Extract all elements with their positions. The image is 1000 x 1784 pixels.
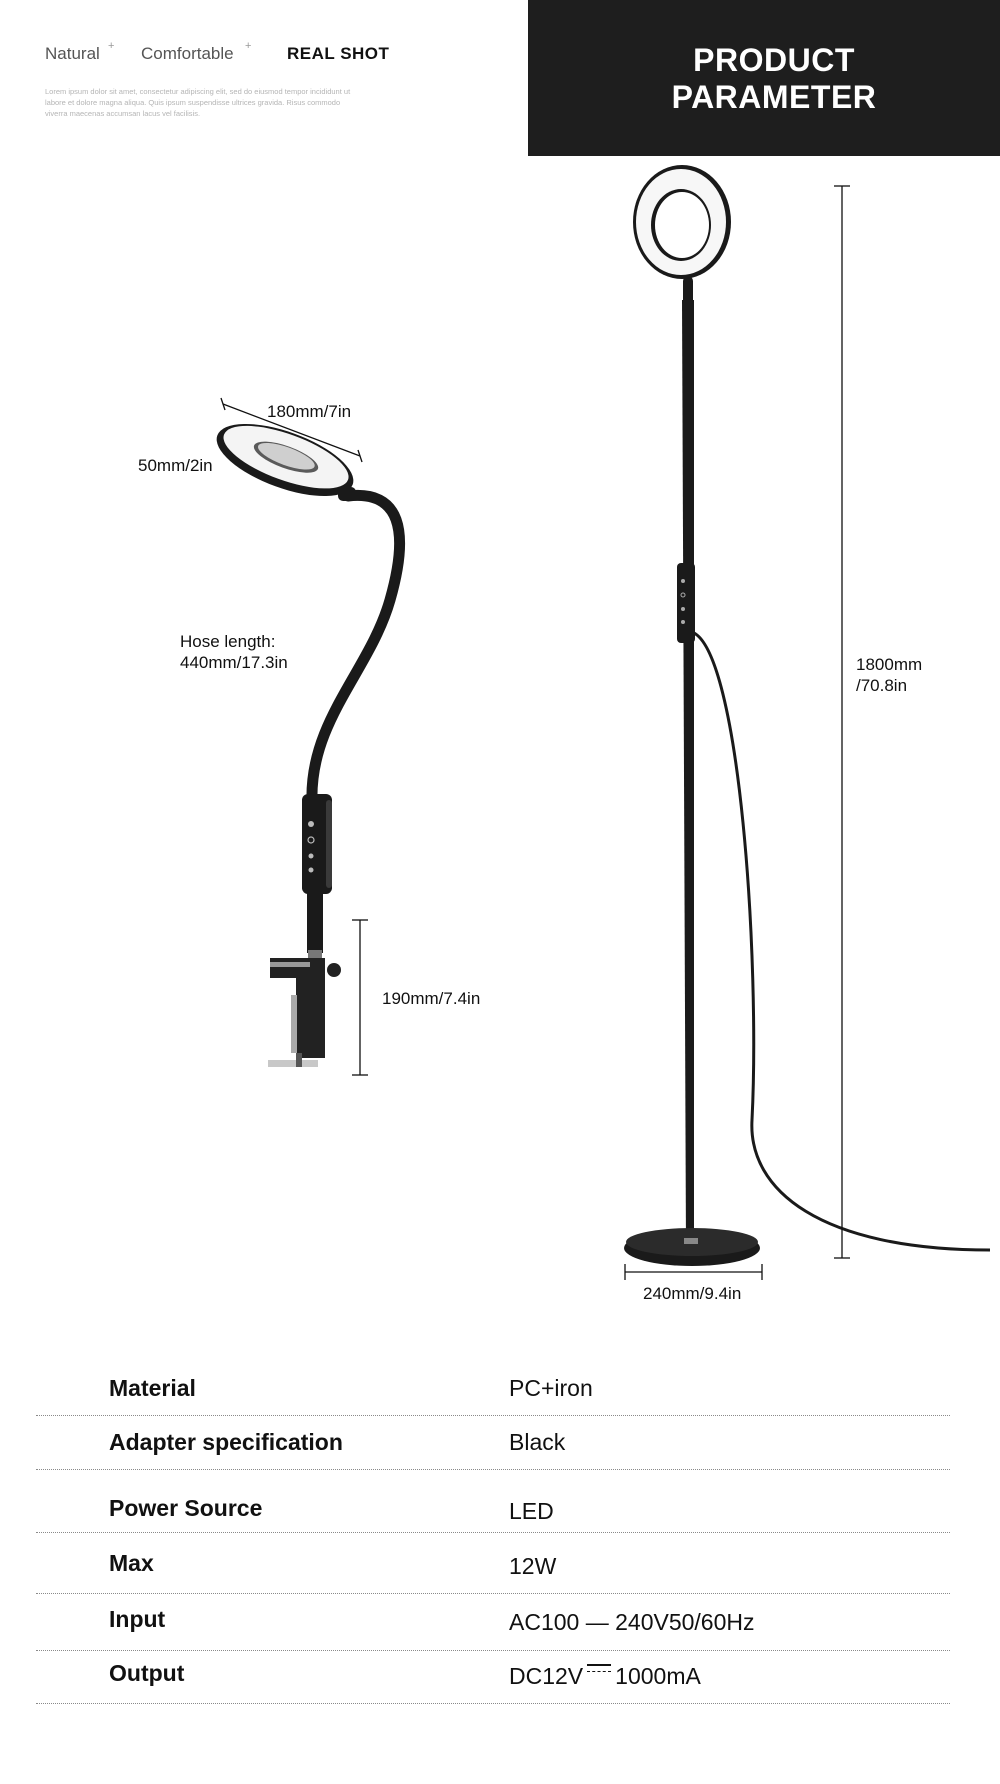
clamp-height-label: 190mm/7.4in (382, 989, 481, 1008)
output-voltage: DC12V (509, 1663, 584, 1689)
hose-length-title: Hose length: (180, 632, 276, 651)
spec-row-adapter: Adapter specification Black (36, 1416, 950, 1470)
total-height-mm-label: 1800mm (856, 655, 923, 674)
banner-title-line-2: PARAMETER (671, 79, 877, 115)
desk-clamp (270, 958, 325, 1058)
spec-label: Input (109, 1606, 166, 1632)
base-diameter-label: 240mm/9.4in (643, 1284, 742, 1303)
banner-title: PRODUCT PARAMETER (528, 42, 1000, 116)
spec-row-max: Max 12W (36, 1533, 950, 1594)
spec-label: Material (109, 1375, 196, 1401)
power-cable (691, 630, 991, 1252)
floor-control-module (677, 563, 695, 643)
output-current: 1000mA (615, 1663, 701, 1689)
spec-row-power-source: Power Source LED (36, 1470, 950, 1533)
spec-value: DC12V 1000mA (509, 1663, 701, 1690)
spec-row-output: Output DC12V 1000mA (36, 1651, 950, 1704)
spec-value: Black (509, 1429, 566, 1455)
spec-label: Output (109, 1660, 185, 1686)
spec-row-input: Input AC100 — 240V50/60Hz (36, 1594, 950, 1651)
lorem-text: Lorem ipsum dolor sit amet, consectetur … (45, 87, 351, 118)
spec-label: Adapter specification (109, 1429, 343, 1455)
ring-connector (338, 487, 356, 501)
hose-length-value: 440mm/17.3in (180, 653, 288, 672)
tag-real-shot: REAL SHOT (287, 44, 390, 63)
total-height-in-label: /70.8in (856, 676, 908, 695)
product-illustration: 180mm/7in 50mm/2in Hose length: 440mm/17… (0, 160, 1000, 1310)
ring-diameter-label: 180mm/7in (267, 402, 352, 421)
floor-lamp (624, 165, 991, 1266)
desk-lamp (216, 423, 406, 1067)
tag-natural-plus: + (108, 40, 115, 52)
spec-value: 12W (509, 1553, 557, 1579)
desk-dimension-lines (220, 397, 368, 1076)
ring-width-label: 50mm/2in (138, 456, 213, 475)
spec-value: PC+iron (509, 1375, 593, 1401)
desk-ring-head (216, 423, 354, 497)
floor-ring-head (633, 165, 731, 279)
spec-label: Max (109, 1550, 154, 1576)
spec-value: LED (509, 1498, 554, 1524)
dc-symbol-icon (587, 1664, 612, 1678)
lamp-drawing (216, 165, 991, 1280)
tag-comfortable: Comfortable (141, 44, 234, 63)
floor-dimension-lines (624, 185, 850, 1280)
banner-title-line-1: PRODUCT (693, 42, 855, 78)
tag-natural: Natural (45, 44, 100, 63)
tag-comfortable-plus: + (245, 40, 252, 52)
spec-value: AC100 — 240V50/60Hz (509, 1609, 755, 1635)
spec-label: Power Source (109, 1495, 263, 1521)
spec-row-material: Material PC+iron (36, 1345, 950, 1416)
floor-pole (682, 300, 694, 1250)
product-parameter-banner: PRODUCT PARAMETER (528, 0, 1000, 156)
spec-table: Material PC+iron Adapter specification B… (36, 1345, 950, 1704)
desk-lower-pole (307, 893, 323, 953)
gooseneck-hose (306, 489, 406, 806)
